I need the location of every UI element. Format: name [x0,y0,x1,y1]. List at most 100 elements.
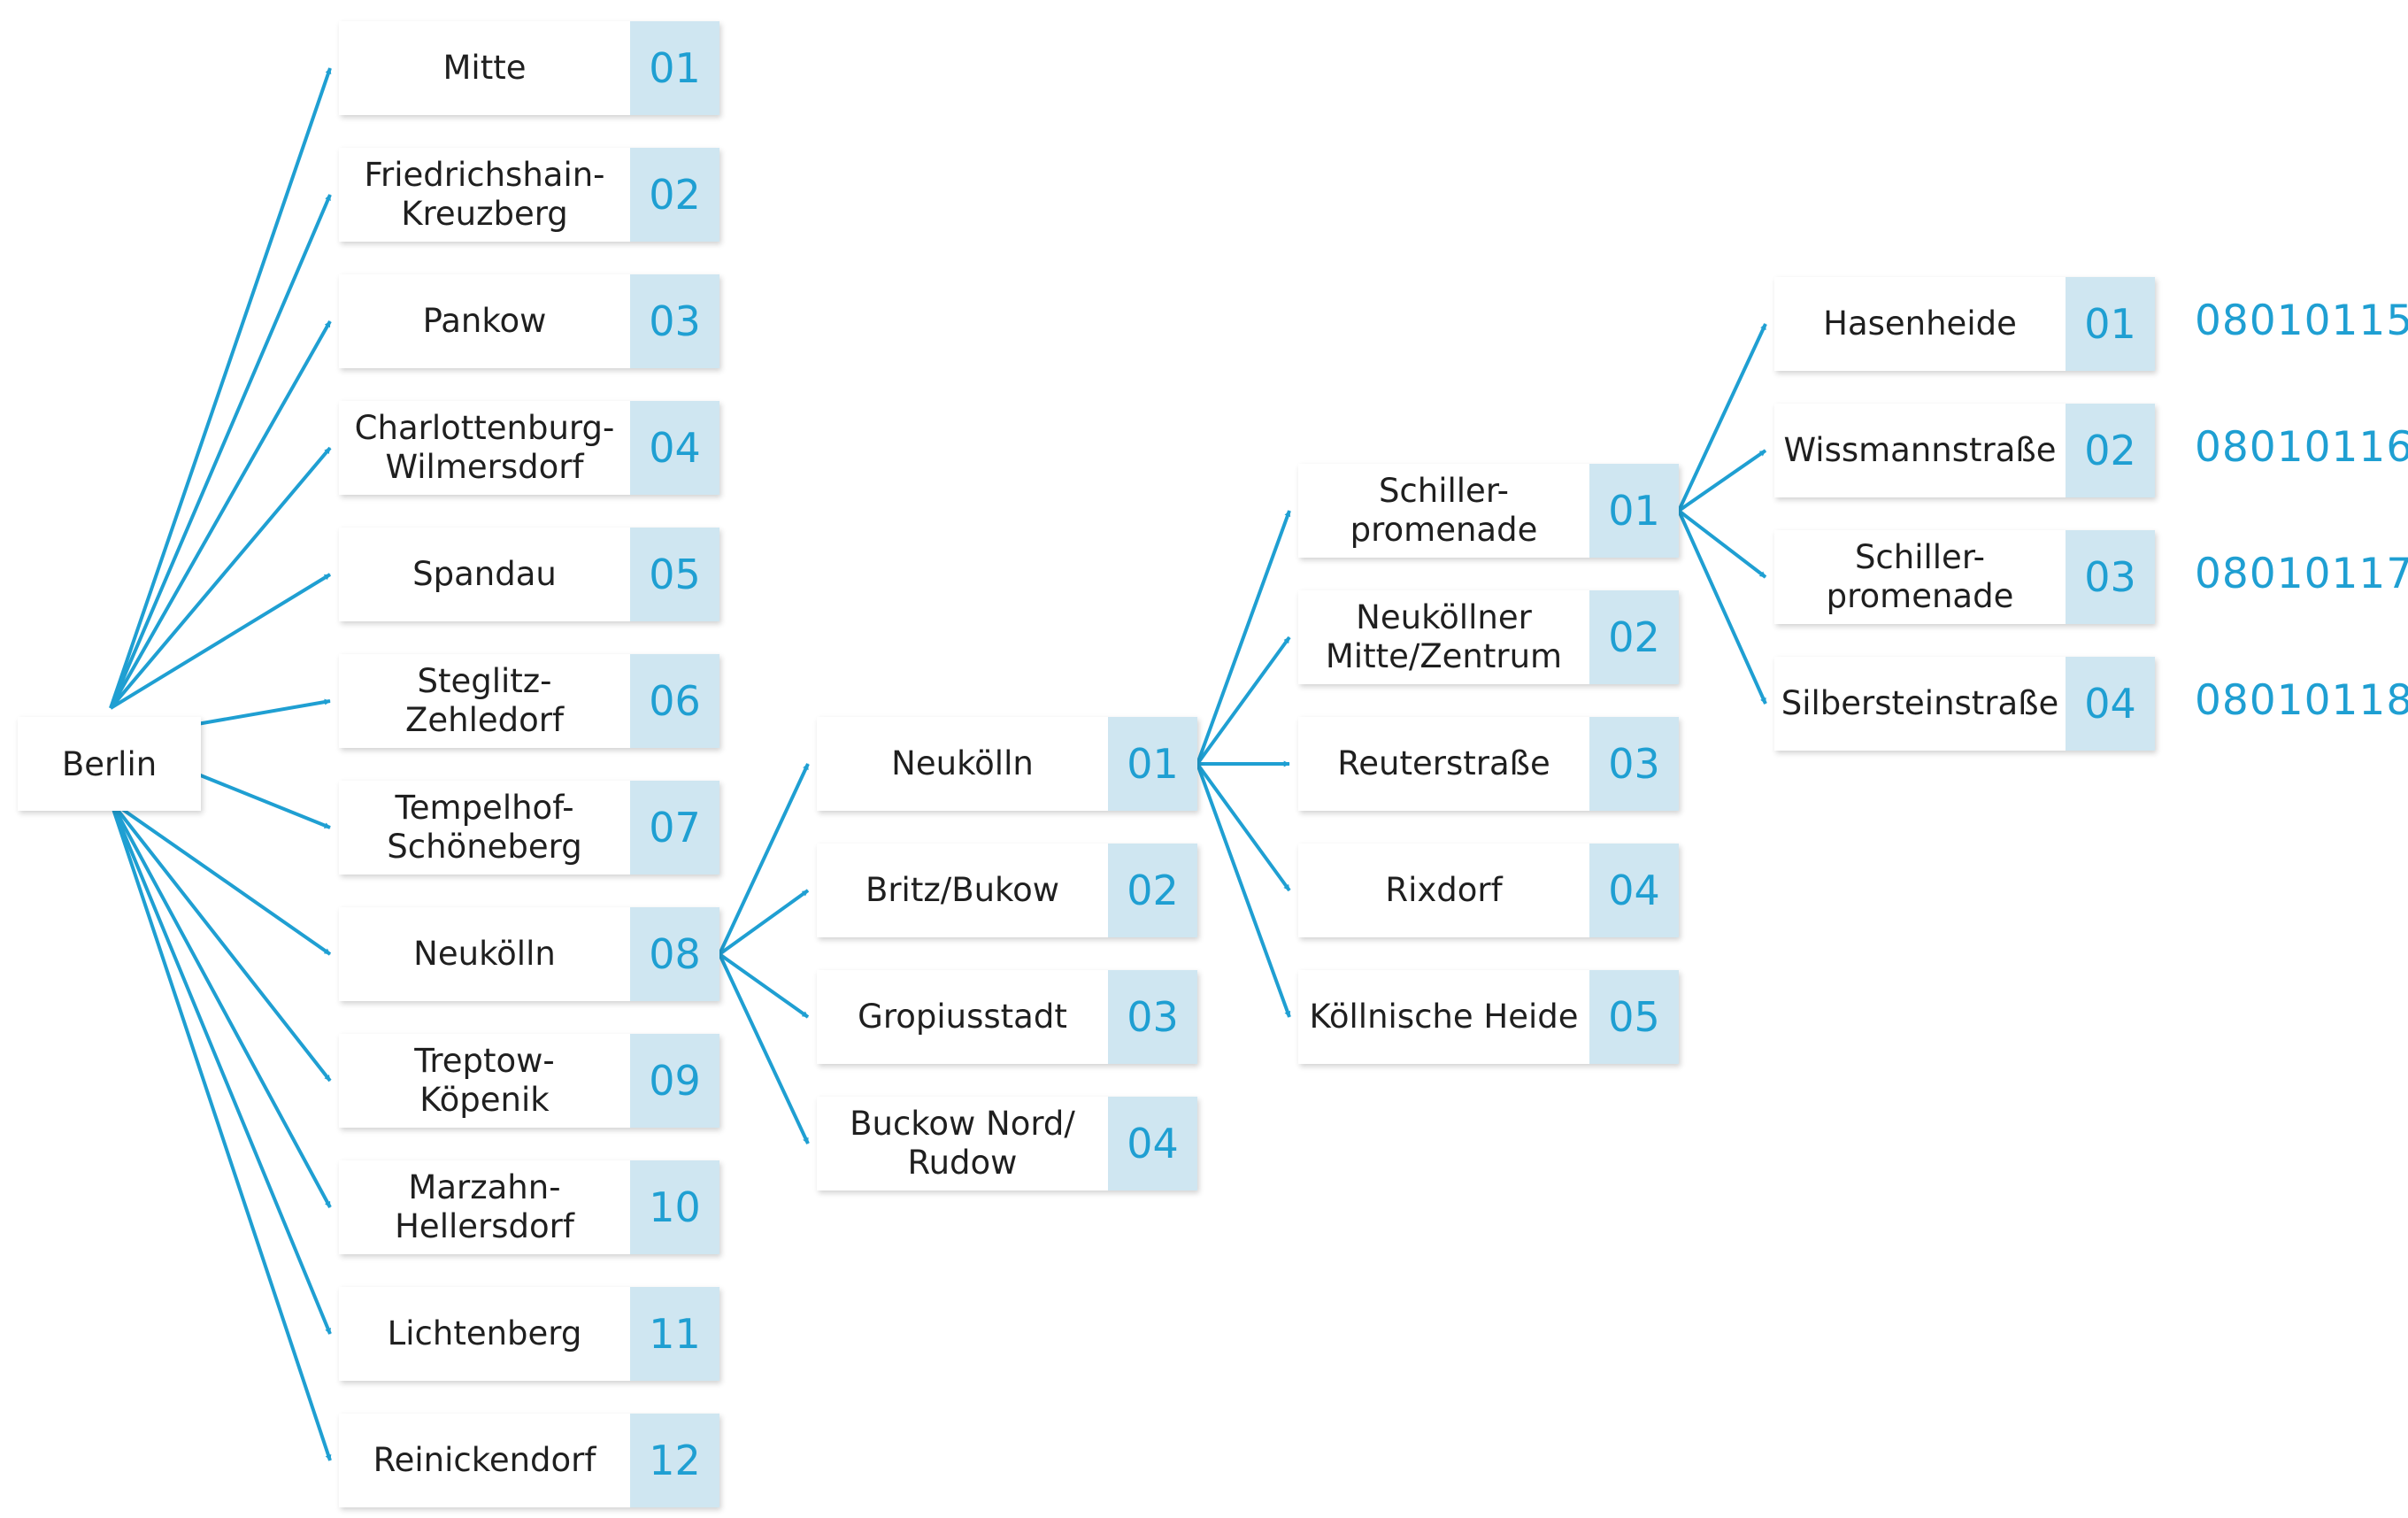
district-code: 06 [630,654,719,748]
district-label: Marzahn- Hellersdorf [395,1168,574,1245]
area-label: Reuterstraße [1337,744,1550,782]
district-node: Treptow- Köpenik 09 [339,1034,719,1128]
full-district-code: 08010116 [2195,423,2408,472]
area-node: Rixdorf 04 [1298,844,1679,937]
district-label: Lichtenberg [387,1314,582,1352]
arrow-berlin-to-district [109,800,332,1208]
subdistrict-label: Neukölln [891,744,1034,782]
arrow-area-to-planning-area [1677,510,1767,705]
arrow-berlin-to-district [109,446,332,710]
district-label: Neukölln [413,935,556,973]
area-code: 03 [1589,717,1679,811]
arrow-berlin-to-district [109,573,332,710]
arrow-subdistrict-to-area [1196,763,1291,1018]
district-code: 07 [630,781,719,875]
district-node: Spandau 05 [339,528,719,621]
arrow-subdistrict-to-area [1196,636,1291,766]
arrow-district-to-subdistrict [718,953,810,1144]
district-node: Tempelhof- Schöneberg 07 [339,781,719,875]
arrow-district-to-subdistrict [718,763,810,955]
district-code: 02 [630,148,719,242]
area-node: Köllnische Heide 05 [1298,970,1679,1064]
district-label: Charlottenburg- Wilmersdorf [354,409,615,486]
planning-area-code: 02 [2066,404,2155,497]
arrow-berlin-to-district [109,799,332,956]
subdistrict-code: 04 [1108,1097,1197,1191]
district-code: 08 [630,907,719,1001]
subdistrict-label: Gropiusstadt [858,998,1067,1036]
district-node: Friedrichshain- Kreuzberg 02 [339,148,719,242]
arrow-berlin-to-district [109,194,332,709]
area-label: Köllnische Heide [1309,998,1579,1036]
district-code: 03 [630,274,719,368]
area-label: Schiller- promenade [1350,472,1538,549]
area-code: 01 [1589,464,1679,558]
arrow-subdistrict-to-area [1196,510,1291,765]
district-label: Treptow- Köpenik [414,1042,555,1119]
district-label: Steglitz- Zehledorf [405,662,564,739]
root-label: Berlin [61,744,158,783]
subdistrict-label: Buckow Nord/ Rudow [850,1105,1075,1182]
area-node: Reuterstraße 03 [1298,717,1679,811]
area-code: 04 [1589,844,1679,937]
district-code: 11 [630,1287,719,1381]
district-code: 05 [630,528,719,621]
district-label: Friedrichshain- Kreuzberg [364,156,605,233]
arrow-berlin-to-district [109,320,332,709]
area-node: Neuköllner Mitte/Zentrum 02 [1298,590,1679,684]
district-node: Reinickendorf 12 [339,1414,719,1507]
district-label: Mitte [442,49,527,87]
subdistrict-label: Britz/Bukow [865,871,1060,909]
planning-area-code: 03 [2066,530,2155,624]
planning-area-node: Hasenheide 01 [1774,277,2155,371]
district-code: 12 [630,1414,719,1507]
planning-area-code: 01 [2066,277,2155,371]
subdistrict-node: Gropiusstadt 03 [817,970,1197,1064]
district-node: Mitte 01 [339,21,719,115]
subdistrict-code: 03 [1108,970,1197,1064]
district-node: Steglitz- Zehledorf 06 [339,654,719,748]
arrow-subdistrict-to-area [1196,762,1291,892]
district-node: Neukölln 08 [339,907,719,1001]
district-label: Tempelhof- Schöneberg [387,789,582,866]
district-node: Lichtenberg 11 [339,1287,719,1381]
planning-area-label: Silbersteinstraße [1781,684,2059,722]
arrow-area-to-planning-area [1677,449,1767,512]
planning-area-label: Hasenheide [1823,304,2017,343]
full-district-code: 08010117 [2195,550,2408,598]
district-label: Reinickendorf [373,1441,596,1479]
planning-area-label: Schiller- promenade [1826,538,2014,615]
arrow-berlin-to-district [109,800,332,1461]
area-label: Neuköllner Mitte/Zentrum [1325,598,1563,675]
area-code: 05 [1589,970,1679,1064]
district-label: Spandau [412,555,557,593]
area-node: Schiller- promenade 01 [1298,464,1679,558]
arrow-berlin-to-district [109,800,332,1335]
district-node: Pankow 03 [339,274,719,368]
planning-area-code: 04 [2066,657,2155,751]
full-district-code: 08010118 [2195,676,2408,725]
subdistrict-code: 01 [1108,717,1197,811]
area-label: Rixdorf [1385,871,1503,909]
subdistrict-node: Buckow Nord/ Rudow 04 [817,1097,1197,1191]
district-code: 10 [630,1160,719,1254]
district-code: 01 [630,21,719,115]
root-node-berlin: Berlin [18,717,201,811]
arrow-area-to-planning-area [1677,509,1767,579]
arrow-district-to-subdistrict [718,952,810,1019]
planning-area-node: Schiller- promenade 03 [1774,530,2155,624]
arrow-berlin-to-district [109,67,332,709]
district-code: 09 [630,1034,719,1128]
district-code: 04 [630,401,719,495]
arrow-berlin-to-district [109,799,332,1083]
planning-area-label: Wissmannstraße [1783,431,2057,469]
district-label: Pankow [422,302,547,340]
arrow-area-to-planning-area [1677,323,1767,512]
area-code: 02 [1589,590,1679,684]
arrow-district-to-subdistrict [718,889,810,956]
